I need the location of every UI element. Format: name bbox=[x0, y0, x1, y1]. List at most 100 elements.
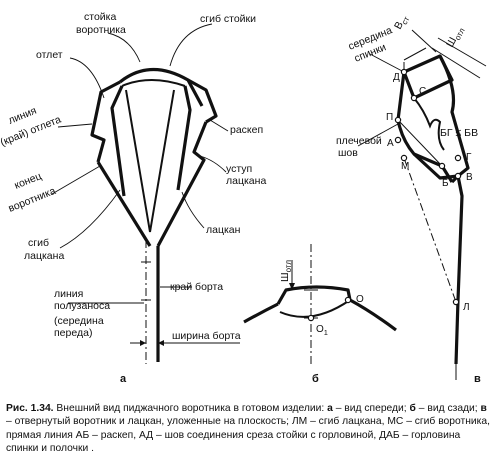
collar-edge-right bbox=[187, 78, 218, 124]
label-pt-A: А bbox=[387, 138, 394, 149]
collar-contour bbox=[438, 55, 470, 184]
label-otlet: отлет bbox=[36, 49, 63, 61]
panel-b-letter: б bbox=[312, 373, 319, 385]
label-O1-sub: 1 bbox=[324, 328, 328, 337]
label-lackan: лацкан bbox=[206, 224, 241, 236]
label-ustup-1: уступ bbox=[226, 163, 252, 175]
lapel-fold-LM bbox=[403, 157, 457, 303]
label-O: О bbox=[356, 294, 364, 305]
label-w-otl-sub: отл bbox=[453, 26, 467, 41]
panel-a-letter: а bbox=[120, 373, 127, 385]
label-raskep: раскеп bbox=[230, 124, 263, 136]
label-pt-B: Б bbox=[442, 178, 449, 189]
label-konets-2: воротника bbox=[7, 185, 58, 215]
leader-mid-back bbox=[369, 53, 405, 73]
shoulder-right bbox=[349, 298, 397, 332]
figure-caption: Рис. 1.34. Внешний вид пиджачного воротн… bbox=[6, 402, 490, 456]
leader-stand bbox=[107, 32, 141, 63]
label-polu-4: переда) bbox=[54, 327, 92, 339]
label-pt-D: Д bbox=[393, 72, 400, 83]
leader-ustup bbox=[199, 155, 227, 173]
lapel-fold-right bbox=[176, 85, 192, 191]
caption-part-2: – вид спереди; bbox=[332, 403, 410, 414]
panel-c-letter: в bbox=[474, 373, 481, 385]
label-sgib-1: сгиб bbox=[28, 237, 49, 249]
dim-vst-1 bbox=[403, 47, 427, 61]
caption-letter-v: в bbox=[480, 403, 487, 414]
leader-lackan bbox=[181, 191, 205, 229]
collar-back-inner bbox=[279, 299, 351, 318]
point-M bbox=[400, 154, 408, 162]
leader-stand-fold bbox=[169, 23, 213, 67]
label-pt-M: М bbox=[401, 161, 409, 172]
label-shoulder-2: шов bbox=[338, 147, 358, 159]
label-w-otl: Шотл bbox=[444, 24, 467, 50]
label-ustup-2: лацкана bbox=[226, 175, 266, 187]
label-polu-3: (середина bbox=[54, 315, 104, 327]
label-pt-C: С bbox=[419, 86, 426, 97]
panel-c-flat-view: середина спинки Вст Шотл плечевой шов БГ… bbox=[336, 13, 487, 385]
shoulder-left bbox=[243, 302, 279, 324]
point-L bbox=[452, 298, 460, 306]
leader-sgib bbox=[59, 189, 121, 249]
point-O bbox=[344, 296, 352, 304]
caption-letter-b: б bbox=[409, 403, 416, 414]
label-shirina: ширина борта bbox=[172, 330, 241, 342]
label-pt-L: Л bbox=[463, 302, 470, 313]
point-V bbox=[454, 172, 462, 180]
front-edge-c bbox=[454, 175, 464, 365]
lapel-fold-left bbox=[110, 85, 126, 197]
label-kray-borta: край борта bbox=[170, 281, 223, 293]
leader-edge bbox=[57, 123, 93, 128]
caption-fig-num: Рис. 1.34. bbox=[6, 403, 54, 414]
point-D bbox=[400, 68, 408, 76]
caption-part-3: – вид сзади; bbox=[415, 403, 481, 414]
label-vst-sub: ст bbox=[400, 15, 412, 26]
point-P bbox=[394, 116, 402, 124]
dim-otl-2 bbox=[431, 47, 481, 79]
leader-shoulder bbox=[357, 123, 399, 147]
caption-part-1: Внешний вид пиджачного воротника в готов… bbox=[53, 403, 328, 414]
dim-otl-1 bbox=[437, 37, 487, 67]
collar-back bbox=[276, 285, 352, 305]
label-O1-main: О bbox=[316, 324, 324, 335]
caption-part-4: – отвернутый воротник и лацкан, уложенны… bbox=[6, 416, 490, 455]
label-relation: БГ ≤ БВ bbox=[440, 127, 478, 139]
point-A bbox=[394, 136, 402, 144]
collar-stand-outline bbox=[119, 67, 204, 107]
label-vst: Вст bbox=[392, 13, 411, 33]
point-G bbox=[454, 154, 462, 162]
caption-letter-a: а bbox=[327, 403, 333, 414]
lapel-c bbox=[412, 152, 459, 180]
stand-band bbox=[402, 54, 454, 100]
point-C bbox=[410, 94, 418, 102]
label-pt-G: Г bbox=[466, 152, 472, 163]
lapel-right bbox=[156, 121, 208, 247]
label-sgib-2: лацкана bbox=[24, 250, 64, 262]
raskep-AB bbox=[397, 119, 443, 167]
leader-otlet bbox=[69, 57, 105, 99]
stand-fold-line bbox=[121, 79, 186, 87]
point-O1 bbox=[307, 314, 315, 322]
lapel-left bbox=[96, 161, 152, 247]
b-width-sub: отл bbox=[284, 260, 293, 273]
panel-b-back-view: Шотл О О1 б bbox=[243, 244, 397, 385]
dim-arrow-2 bbox=[158, 340, 164, 346]
label-shoulder-1: плечевой bbox=[336, 135, 382, 147]
label-stand-fold: сгиб стойки bbox=[200, 13, 256, 25]
b-width-sym: Ш bbox=[279, 272, 291, 282]
label-stand-2: воротника bbox=[76, 24, 126, 36]
neck-v bbox=[125, 89, 175, 233]
label-polu-2: полузаноса bbox=[54, 300, 110, 312]
label-stand-1: стойка bbox=[84, 11, 116, 23]
label-O1: О1 bbox=[316, 324, 328, 337]
label-pt-V: В bbox=[466, 172, 473, 183]
collar-edge-left bbox=[90, 80, 121, 163]
dim-arrow-1 bbox=[140, 340, 146, 346]
label-konets-1: конец bbox=[13, 170, 44, 192]
label-pt-P: П bbox=[386, 112, 393, 123]
collar-inner bbox=[413, 97, 445, 151]
label-polu-1: линия bbox=[54, 288, 83, 300]
label-vst-sym: В bbox=[392, 20, 406, 32]
panel-a-front-view: стойка воротника сгиб стойки отлет линия… bbox=[0, 11, 266, 385]
